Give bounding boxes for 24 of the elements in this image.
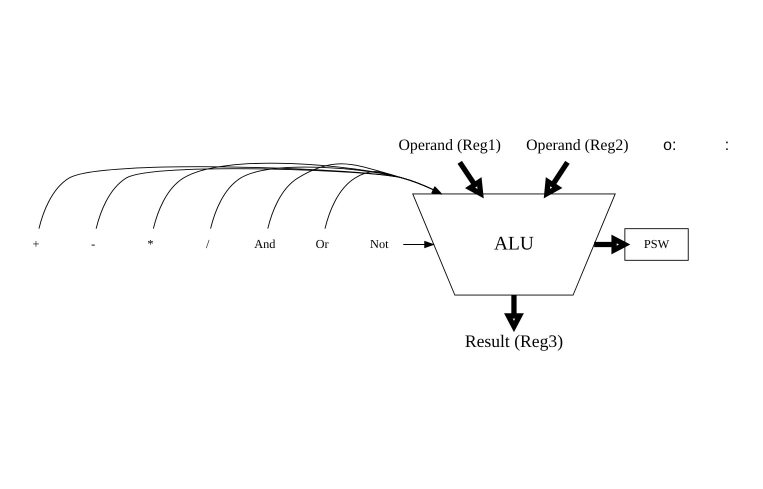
- arrow: [544, 160, 570, 198]
- node-text: /: [206, 236, 210, 251]
- arrow: [152, 162, 442, 230]
- node-text: And: [254, 236, 276, 251]
- label: o:: [663, 137, 676, 154]
- arrow: [38, 166, 442, 230]
- arrow: [594, 234, 630, 254]
- arrow: [96, 168, 442, 230]
- node-text: Not: [370, 236, 389, 251]
- arrow: [267, 163, 442, 230]
- node-text: Result (Reg3): [464, 331, 564, 352]
- arrow: [402, 240, 435, 248]
- node-text: Operand (Reg1): [398, 137, 501, 154]
- arrow: [324, 171, 442, 230]
- node-box: PSW: [624, 228, 689, 261]
- arrow: [504, 295, 524, 332]
- label: :: [724, 137, 730, 154]
- node-text: *: [147, 236, 154, 251]
- node-text: Or: [316, 236, 329, 251]
- node-text: Operand (Reg2): [526, 137, 629, 154]
- node-text: +: [32, 236, 40, 251]
- node-text: -: [91, 236, 96, 251]
- arrow: [210, 166, 442, 230]
- arrow: [458, 160, 484, 198]
